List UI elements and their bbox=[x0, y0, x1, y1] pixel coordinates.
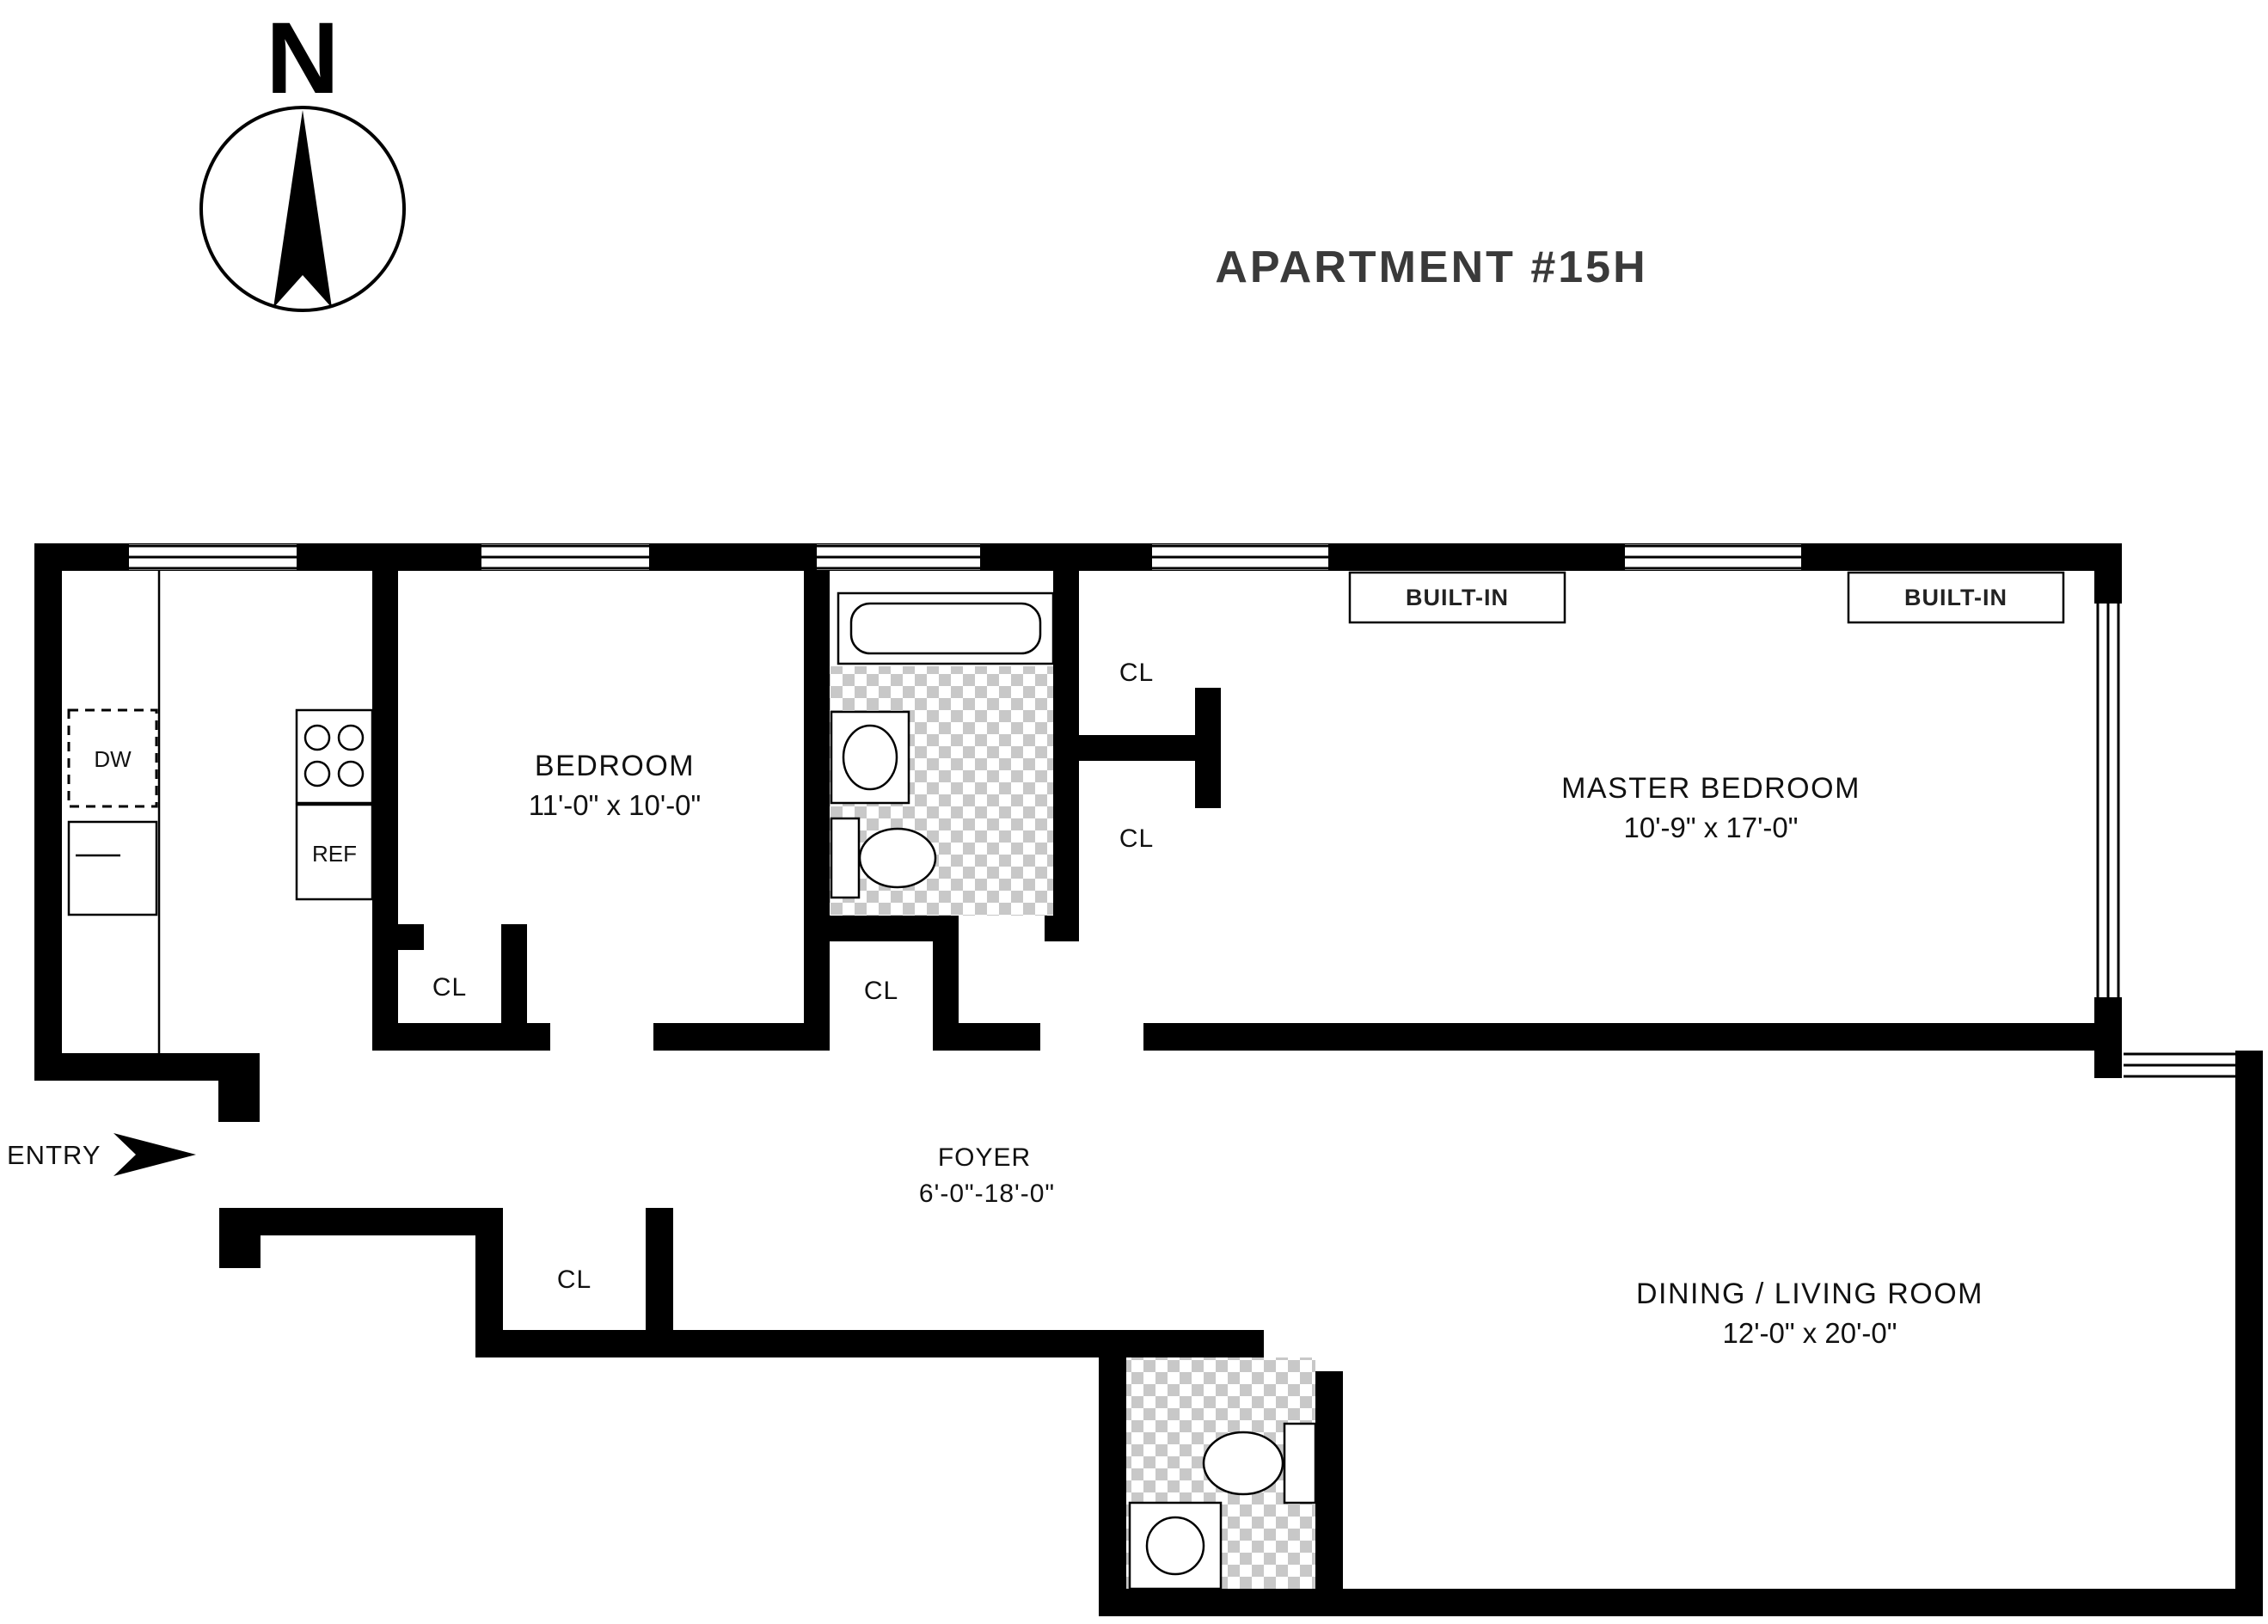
bathroom-2 bbox=[1126, 1357, 1317, 1590]
closet-label-bedroom: CL bbox=[432, 973, 467, 1002]
bathroom-1 bbox=[830, 591, 1055, 916]
stove-icon bbox=[295, 708, 374, 805]
walls bbox=[34, 543, 2263, 1616]
closet-label-foyer: CL bbox=[557, 1265, 592, 1294]
dishwasher-icon: DW bbox=[67, 708, 158, 808]
sink-2-icon bbox=[1128, 1501, 1223, 1590]
toilet-2-icon bbox=[1202, 1422, 1317, 1504]
refrigerator-label: REF bbox=[312, 841, 357, 867]
closet-label-master-top: CL bbox=[1119, 659, 1154, 687]
toilet-icon bbox=[830, 817, 937, 899]
built-in-cabinet-1: BUILT-IN bbox=[1348, 571, 1566, 624]
windows bbox=[129, 544, 2235, 1078]
closet-label-master-bottom: CL bbox=[1119, 824, 1154, 853]
room-labels: BEDROOM 11'-0" x 10'-0" MASTER BEDROOM 1… bbox=[432, 659, 1983, 1349]
oven-icon bbox=[67, 820, 158, 916]
foyer-name: FOYER bbox=[938, 1143, 1031, 1172]
sink-icon bbox=[830, 710, 910, 805]
built-in-cabinet-2: BUILT-IN bbox=[1847, 571, 2065, 624]
north-label: N bbox=[266, 2, 339, 115]
built-in-2-label: BUILT-IN bbox=[1904, 585, 2007, 610]
page-title: APARTMENT #15H bbox=[1215, 242, 1647, 292]
bathtub-icon bbox=[837, 591, 1055, 665]
dishwasher-label: DW bbox=[94, 746, 132, 772]
kitchen: DW REF bbox=[67, 571, 374, 1053]
dining-living-dims: 12'-0" x 20'-0" bbox=[1723, 1317, 1897, 1349]
bedroom-name: BEDROOM bbox=[535, 750, 695, 782]
bedroom-dims: 11'-0" x 10'-0" bbox=[529, 789, 702, 821]
closet-label-hall: CL bbox=[864, 977, 898, 1005]
built-in-1-label: BUILT-IN bbox=[1406, 585, 1509, 610]
refrigerator-icon: REF bbox=[295, 803, 374, 901]
entry-arrow-icon bbox=[113, 1133, 196, 1176]
north-compass-icon: N bbox=[199, 2, 406, 312]
foyer-dims: 6'-0"-18'-0" bbox=[919, 1180, 1055, 1208]
entry-label: ENTRY bbox=[7, 1140, 101, 1170]
master-bedroom-dims: 10'-9" x 17'-0" bbox=[1624, 812, 1799, 843]
master-bedroom-name: MASTER BEDROOM bbox=[1561, 772, 1860, 805]
entry-marker: ENTRY bbox=[7, 1133, 196, 1176]
dining-living-name: DINING / LIVING ROOM bbox=[1636, 1278, 1983, 1310]
